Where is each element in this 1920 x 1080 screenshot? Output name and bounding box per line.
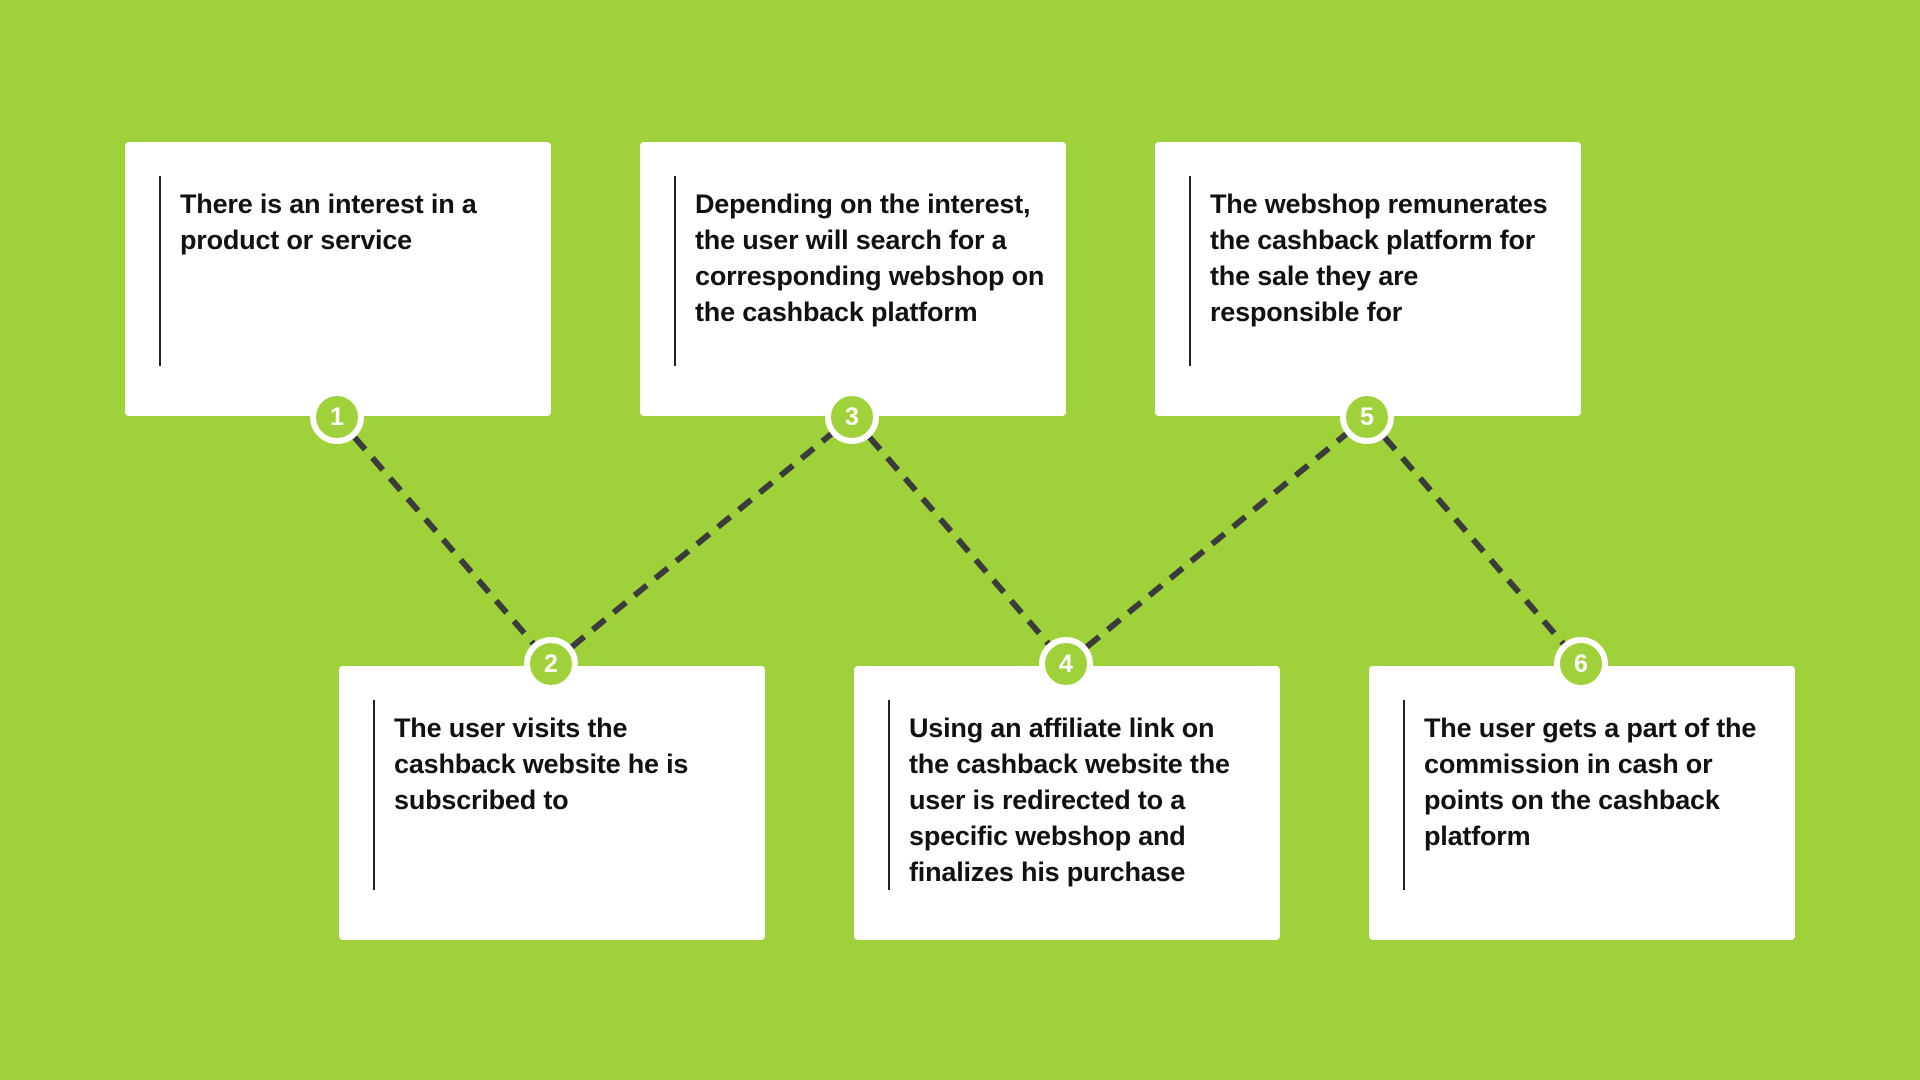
step-text-2: The user visits the cashback website he … [394,713,689,815]
card-accent-bar [674,176,676,366]
step-card-3: Depending on the interest, the user will… [640,142,1066,416]
connector-2-3 [549,414,854,667]
step-text-3: Depending on the interest, the user will… [695,189,1045,327]
connector-3-4 [849,415,1069,666]
step-card-1: There is an interest in a product or ser… [125,142,551,416]
card-accent-bar [1189,176,1191,366]
card-accent-bar [159,176,161,366]
step-text-1: There is an interest in a product or ser… [180,189,477,255]
step-card-6: The user gets a part of the commission i… [1369,666,1795,940]
step-badge-5: 5 [1340,390,1394,444]
connector-4-5 [1064,414,1369,667]
step-text-5: The webshop remunerates the cashback pla… [1210,189,1548,327]
card-accent-bar [373,700,375,890]
step-badge-4: 4 [1039,637,1093,691]
card-accent-bar [1403,700,1405,890]
connector-5-6 [1364,415,1584,666]
step-card-2: The user visits the cashback website he … [339,666,765,940]
step-text-4: Using an affiliate link on the cashback … [909,713,1230,887]
step-card-4: Using an affiliate link on the cashback … [854,666,1280,940]
step-text-6: The user gets a part of the commission i… [1424,713,1757,851]
step-badge-1: 1 [310,390,364,444]
step-badge-3: 3 [825,390,879,444]
step-badge-6: 6 [1554,637,1608,691]
step-card-5: The webshop remunerates the cashback pla… [1155,142,1581,416]
step-badge-2: 2 [524,637,578,691]
card-accent-bar [888,700,890,890]
connector-1-2 [334,415,554,666]
